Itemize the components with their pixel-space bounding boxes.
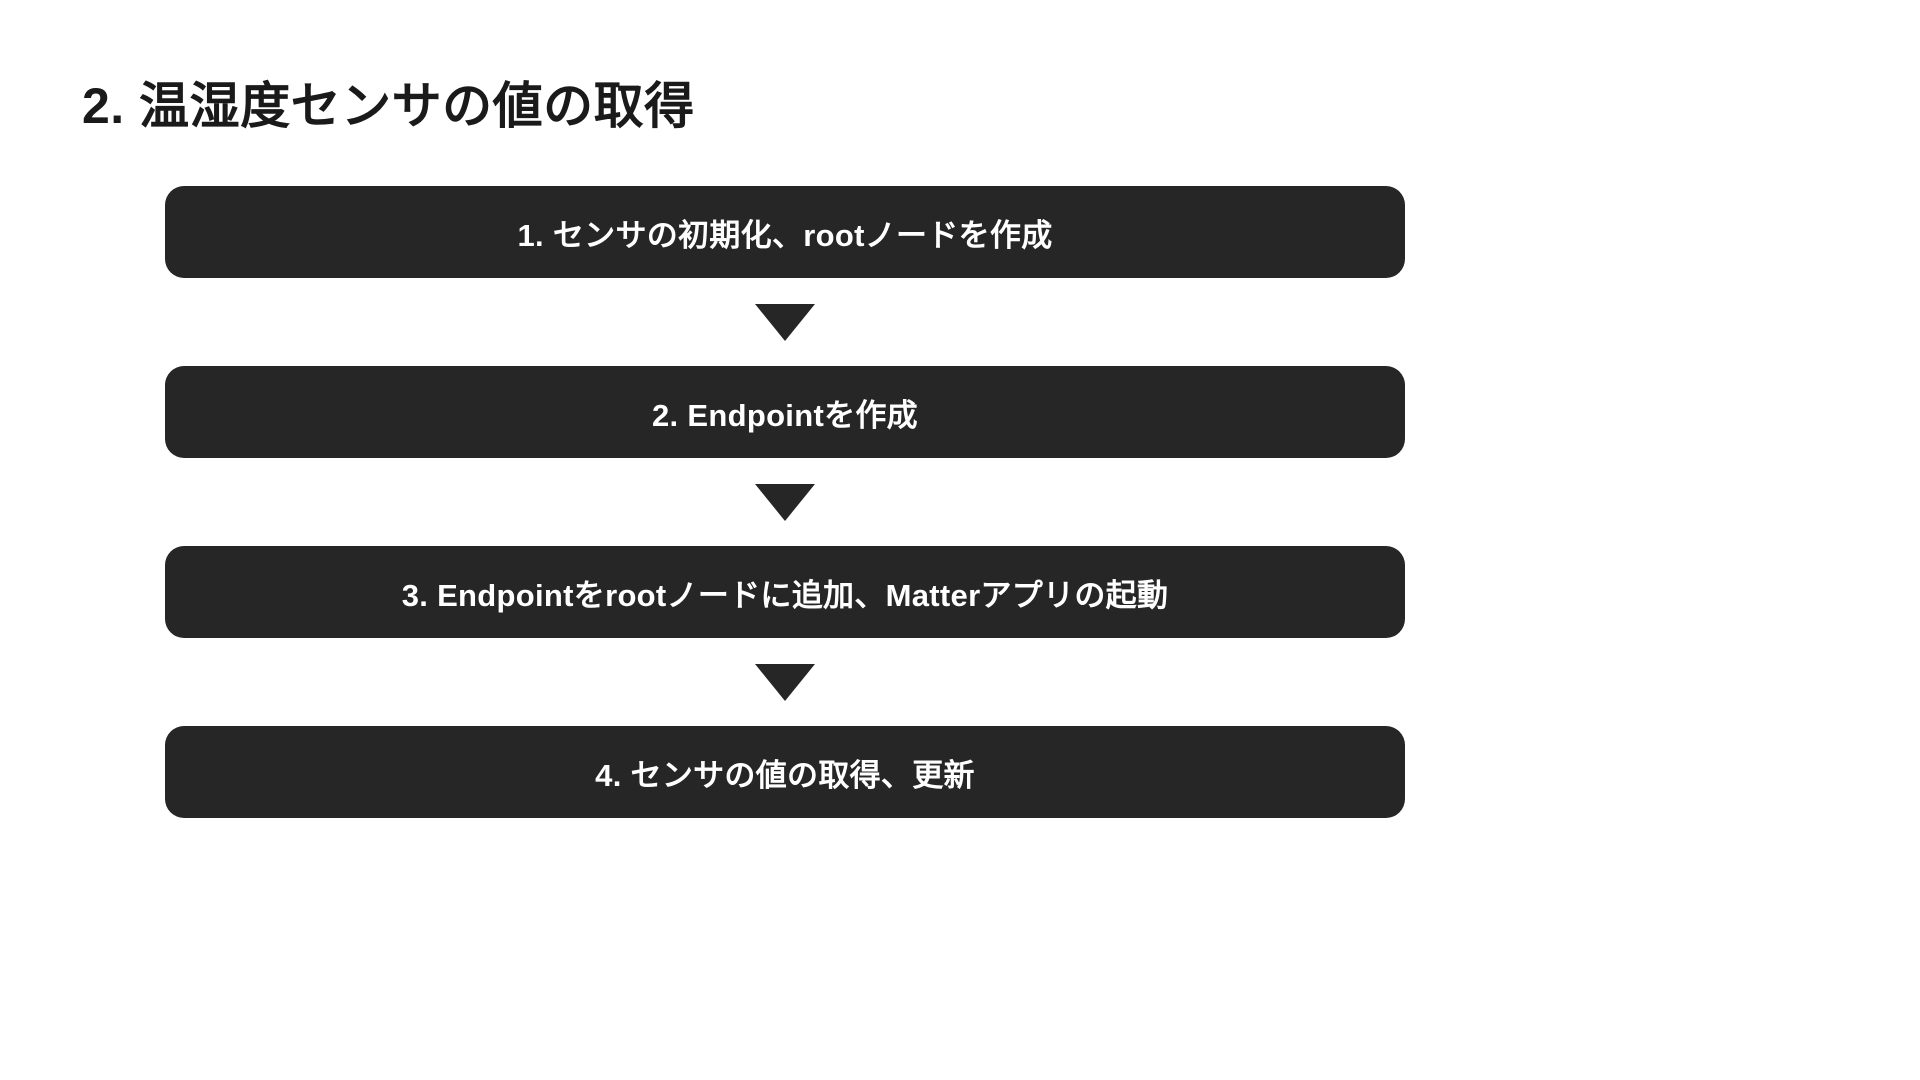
flow-diagram: 1. センサの初期化、rootノードを作成 2. Endpointを作成 3. … (165, 186, 1405, 818)
flow-step-4[interactable]: 4. センサの値の取得、更新 (165, 726, 1405, 818)
flow-step-4-label: 4. センサの値の取得、更新 (595, 757, 975, 793)
flow-connector-2 (165, 458, 1405, 546)
triangle-down-icon (755, 483, 815, 521)
flow-step-3-label: 3. Endpointをrootノードに追加、Matterアプリの起動 (401, 577, 1169, 613)
flow-step-1-label: 1. センサの初期化、rootノードを作成 (517, 217, 1053, 253)
page-title: 2. 温湿度センサの値の取得 (82, 78, 695, 134)
flow-step-1[interactable]: 1. センサの初期化、rootノードを作成 (165, 186, 1405, 278)
flow-step-2-label: 2. Endpointを作成 (652, 397, 918, 433)
flow-step-3[interactable]: 3. Endpointをrootノードに追加、Matterアプリの起動 (165, 546, 1405, 638)
flow-connector-1 (165, 278, 1405, 366)
flow-step-2[interactable]: 2. Endpointを作成 (165, 366, 1405, 458)
triangle-down-icon (755, 303, 815, 341)
triangle-down-icon (755, 663, 815, 701)
flow-connector-3 (165, 638, 1405, 726)
